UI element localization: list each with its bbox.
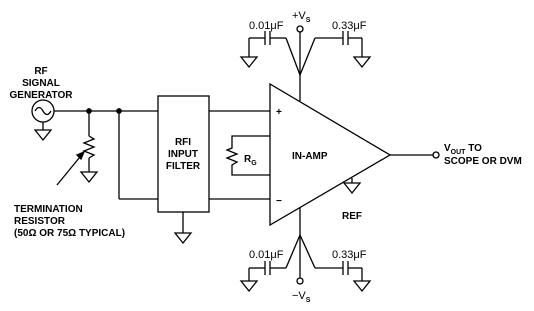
rfi-filter-block xyxy=(157,95,210,245)
output-label-line2: SCOPE OR DVM xyxy=(444,156,522,167)
negative-supply-network xyxy=(239,208,372,293)
negative-supply-label: −VS xyxy=(292,290,311,304)
noninverting-input-label: + xyxy=(276,107,282,118)
filter-label-line1: RFI xyxy=(175,137,191,148)
cap-small-top-label: 0.01μF xyxy=(249,20,284,32)
termination-label-line3: (50Ω OR 75Ω TYPICAL) xyxy=(14,228,125,239)
input-wiring xyxy=(54,108,158,200)
rf-generator-symbol xyxy=(31,99,55,130)
amp-input-wiring xyxy=(209,110,270,200)
in-amp-symbol xyxy=(269,82,392,227)
generator-label-line1: RF xyxy=(34,66,47,77)
positive-supply-network xyxy=(239,25,372,101)
ground-icon xyxy=(33,129,53,142)
filter-label-line2: INPUT xyxy=(168,149,198,160)
in-amp-label: IN-AMP xyxy=(292,151,328,162)
positive-supply-label: +VS xyxy=(292,10,311,24)
generator-label-line3: GENERATOR xyxy=(10,90,74,101)
cap-large-bottom-label: 0.33μF xyxy=(332,249,367,261)
termination-label-line2: RESISTOR xyxy=(14,216,66,227)
termination-resistor-symbol xyxy=(56,111,99,186)
gain-resistor-label: RG xyxy=(244,154,257,167)
output-label-line1: VOUT TO xyxy=(444,143,482,156)
ref-label: REF xyxy=(342,211,362,222)
output-wiring xyxy=(390,151,440,159)
inverting-input-label: − xyxy=(276,196,282,207)
cap-small-bottom-label: 0.01μF xyxy=(249,249,284,261)
ref-pin xyxy=(342,178,362,195)
filter-label-line3: FILTER xyxy=(166,161,201,172)
termination-label-line1: TERMINATION xyxy=(14,204,83,215)
generator-label-line2: SIGNAL xyxy=(22,78,60,89)
cap-large-top-label: 0.33μF xyxy=(332,20,367,32)
